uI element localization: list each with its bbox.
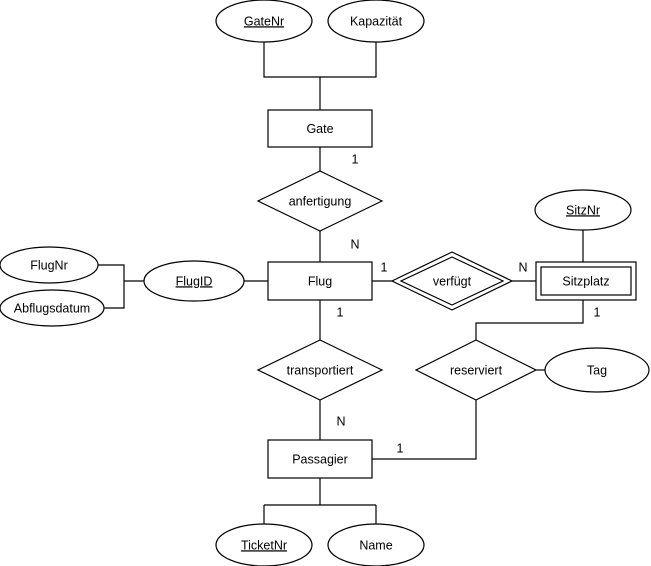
attribute-ellipse-abflugsdatum[interactable]	[0, 289, 105, 327]
relationship-label-verfuegt: verfügt	[433, 274, 472, 288]
attribute-ticketnr[interactable]: TicketNr	[215, 523, 313, 566]
relationship-diamond-reserviert[interactable]	[414, 339, 538, 401]
attribute-ellipse-flugnr[interactable]	[0, 246, 99, 284]
connections-layer	[98, 42, 584, 524]
attribute-ellipse-tag[interactable]	[544, 347, 650, 393]
cardinality-label-verfuegt-sitzplatz: N	[518, 260, 527, 274]
entity-box-gate[interactable]	[267, 109, 373, 148]
connector-sitzplatz-to-reserviert	[475, 300, 584, 340]
entity-sitzplatz[interactable]: Sitzplatz	[535, 261, 637, 301]
cardinality-label-anfertigung-flug: N	[350, 237, 359, 251]
attribute-ellipse-flugid[interactable]	[143, 260, 245, 302]
attribute-label-ticketnr: TicketNr	[241, 538, 287, 552]
attribute-flugid[interactable]: FlugID	[143, 260, 245, 302]
attribute-label-sitznr: SitzNr	[566, 203, 600, 217]
cardinality-label-transportiert-passagier: N	[336, 414, 345, 428]
relationship-diamond-transportiert[interactable]	[256, 339, 384, 401]
cardinality-label-flug-transportiert: 1	[337, 305, 344, 319]
attribute-name[interactable]: Name	[327, 523, 425, 566]
connector-abflugsdatum-to-junction	[104, 281, 125, 309]
connector-flugnr-to-junction	[98, 264, 125, 281]
entity-inner-box-sitzplatz	[540, 266, 632, 296]
attribute-label-kapazitaet: Kapazität	[350, 14, 403, 28]
attribute-label-name: Name	[359, 538, 392, 552]
attribute-label-gatenr: GateNr	[244, 14, 284, 28]
attribute-ellipse-sitznr[interactable]	[534, 189, 632, 231]
relationship-inner-diamond-verfuegt	[399, 256, 505, 306]
entity-gate[interactable]: Gate	[267, 109, 373, 148]
attribute-label-flugid: FlugID	[176, 274, 213, 288]
entity-passagier[interactable]: Passagier	[267, 439, 373, 479]
attribute-tag[interactable]: Tag	[544, 347, 650, 393]
entity-box-passagier[interactable]	[267, 439, 373, 479]
entity-label-gate: Gate	[306, 122, 333, 136]
attribute-abflugsdatum[interactable]: Abflugsdatum	[0, 289, 105, 327]
entity-label-sitzplatz: Sitzplatz	[562, 274, 609, 288]
cardinality-label-gate-anfertigung: 1	[352, 152, 359, 166]
cardinality-label-sitzplatz-reserviert: 1	[594, 305, 601, 319]
attribute-ellipse-ticketnr[interactable]	[215, 523, 313, 566]
connector-reserviert-to-passagier	[372, 400, 477, 460]
entity-label-flug: Flug	[308, 274, 332, 288]
attribute-ellipse-gatenr[interactable]	[215, 0, 313, 43]
attribute-label-flugnr: FlugNr	[30, 258, 68, 272]
relationship-label-reserviert: reserviert	[450, 363, 503, 377]
entity-label-passagier: Passagier	[292, 452, 348, 466]
cardinality-label-flug-verfuegt: 1	[381, 260, 388, 274]
attribute-gatenr[interactable]: GateNr	[215, 0, 313, 43]
relationship-anfertigung[interactable]: anfertigung	[256, 170, 384, 232]
attribute-ellipse-name[interactable]	[327, 523, 425, 566]
relationship-label-transportiert: transportiert	[287, 363, 354, 377]
entity-box-flug[interactable]	[267, 261, 373, 301]
relationship-diamond-anfertigung[interactable]	[256, 170, 384, 232]
relationship-transportiert[interactable]: transportiert	[256, 339, 384, 401]
attribute-ellipse-kapazitaet[interactable]	[327, 0, 425, 43]
relationship-reserviert[interactable]: reserviert	[414, 339, 538, 401]
attribute-flugnr[interactable]: FlugNr	[0, 246, 99, 284]
connector-kapazitaet-to-gate	[320, 42, 377, 78]
cardinality-label-passagier-reserviert: 1	[397, 441, 404, 455]
attribute-sitznr[interactable]: SitzNr	[534, 189, 632, 231]
connector-gatenr-to-gate	[263, 42, 321, 110]
attribute-kapazitaet[interactable]: Kapazität	[327, 0, 425, 43]
entity-flug[interactable]: Flug	[267, 261, 373, 301]
relationship-label-anfertigung: anfertigung	[289, 194, 352, 208]
attribute-label-tag: Tag	[587, 363, 607, 377]
attribute-label-abflugsdatum: Abflugsdatum	[14, 301, 90, 315]
relationship-verfuegt[interactable]: verfügt	[390, 251, 514, 311]
